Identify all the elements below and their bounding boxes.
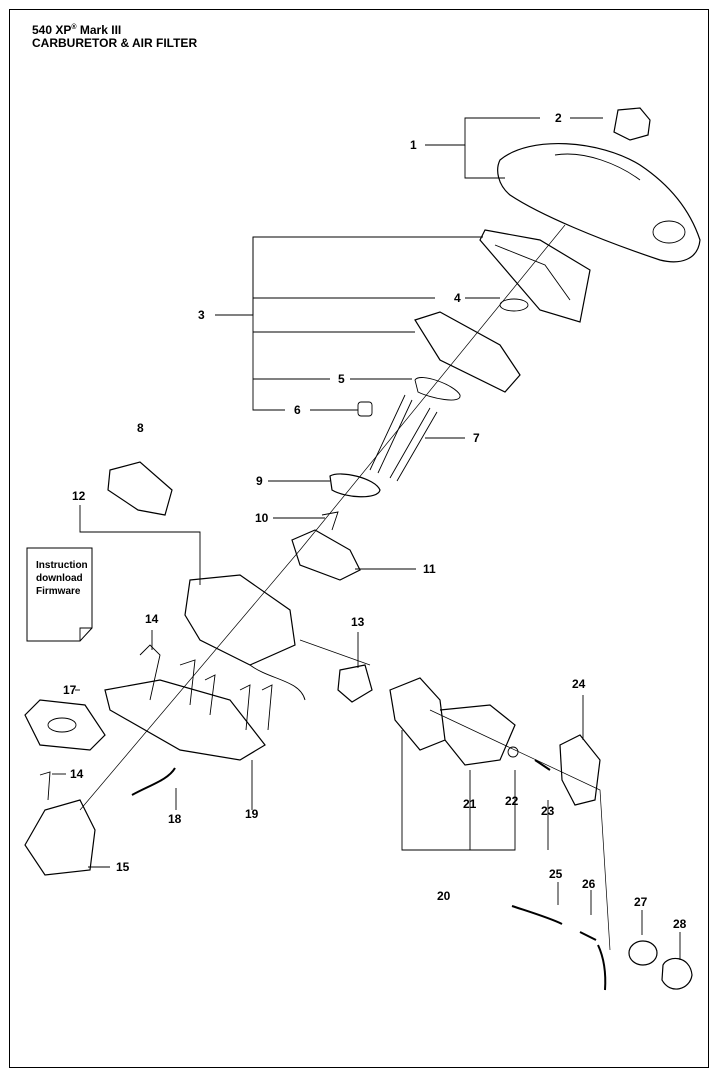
part-1-cover [497,142,701,263]
callout-20: 20 [437,889,451,903]
callout-22: 22 [505,794,519,808]
callout-10: 10 [255,511,269,525]
leader-20 [401,730,516,851]
callout-23: 23 [541,804,555,818]
part-15-flange [24,799,96,876]
leader-3-top [215,236,483,316]
callout-9: 9 [256,474,263,488]
callout-13: 13 [351,615,365,629]
callout-21: 21 [463,797,477,811]
note-line-1: Instruction [36,560,88,571]
part-5-seal [414,377,461,401]
part-25-hose [511,905,563,925]
part-22-washer [507,746,519,758]
callout-14a: 14 [145,612,159,626]
part-14b-screw [39,771,51,801]
part-27-ring [628,940,658,966]
part-1-ridge [554,153,641,181]
part-11-housing [291,529,361,581]
callout-8: 8 [137,421,144,435]
part-17-gasket [24,699,106,751]
part-9-adapter [329,473,381,498]
callout-11: 11 [423,562,436,576]
part-18-hose [131,767,176,796]
part-3-filter [479,229,591,323]
section-title: CARBURETOR & AIR FILTER [32,36,198,50]
callout-24: 24 [572,677,586,691]
callout-27: 27 [634,895,648,909]
callouts: 1 2 3 4 5 6 7 8 9 10 11 12 13 14 14 15 1… [63,111,687,931]
callout-3: 3 [198,308,205,322]
part-23-screw [534,759,551,771]
part-28-bulb [661,957,693,990]
part-21-body [439,704,516,766]
part-6-grommet [357,401,373,417]
part-13-lever [337,664,373,703]
callout-1: 1 [410,138,417,152]
callout-7: 7 [473,431,480,445]
leader-12 [79,505,201,585]
callout-28: 28 [673,917,687,931]
instruction-note: Instruction download Firmware [36,559,88,598]
callout-18: 18 [168,812,182,826]
part-19-manifold [104,679,266,761]
part-20-housing [389,677,446,751]
part-1-port [652,220,686,244]
part-8-bracket [107,461,173,516]
part-14-screws [139,644,273,731]
carburetor-body [184,574,296,666]
callout-25: 25 [549,867,563,881]
callout-12: 12 [72,489,86,503]
part-26-hose [579,931,607,991]
leader-1b [464,145,505,179]
callout-26: 26 [582,877,596,891]
part-3-mesh [494,244,571,301]
note-line-2: download [36,573,83,584]
part-12-sheet [26,547,93,642]
part-10-screw [321,511,339,531]
axis-13 [299,639,371,666]
part-2-knob [613,107,651,141]
model-title: 540 XP® Mark III [32,23,122,37]
leader-1 [425,117,540,146]
callout-15: 15 [116,860,130,874]
part-4-gasket [499,298,529,312]
part-17-hole [47,717,77,733]
part-3-base [414,311,521,393]
callout-6: 6 [294,403,301,417]
carburetor-wire [249,664,306,701]
axis-main [79,224,566,811]
leader-3-stem [252,237,285,411]
callout-17: 17 [63,683,77,697]
part-24-clip [559,734,601,806]
note-line-3: Firmware [36,586,81,597]
callout-2: 2 [555,111,562,125]
part-7-bolts [369,394,438,482]
part-12-fold [79,627,92,641]
callout-4: 4 [454,291,461,305]
axis-right [429,709,611,951]
callout-14b: 14 [70,767,84,781]
callout-19: 19 [245,807,259,821]
callout-5: 5 [338,372,345,386]
drawing-frame [9,9,709,1068]
